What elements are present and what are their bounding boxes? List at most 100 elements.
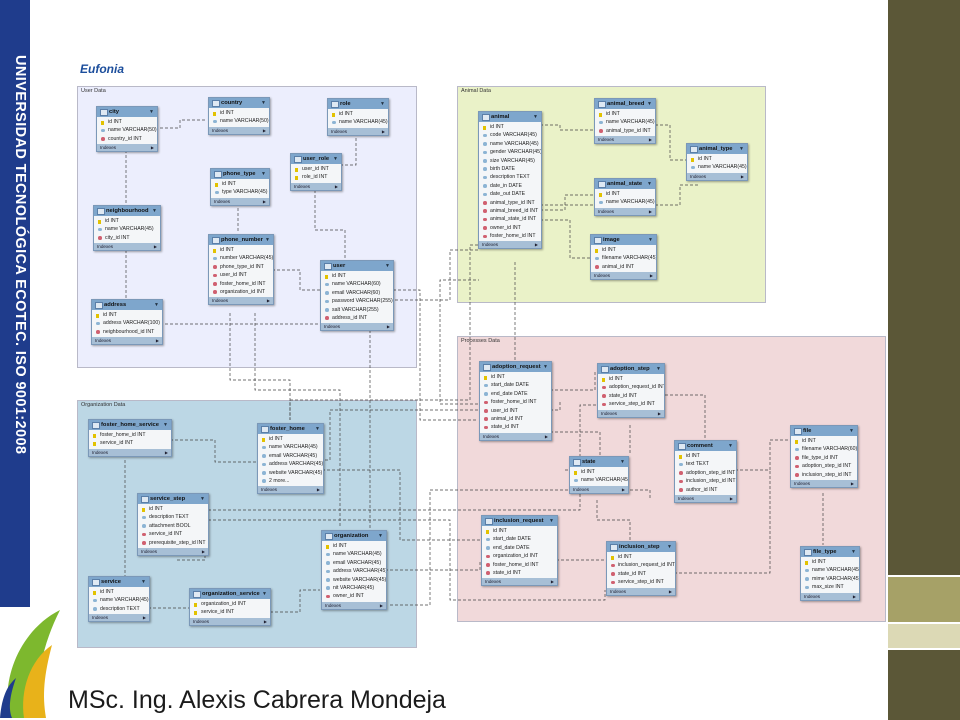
chevron-down-icon[interactable]: ▼ bbox=[851, 549, 856, 555]
link-increq-foster bbox=[322, 469, 480, 541]
table-footer: Indexes▶ bbox=[482, 578, 557, 586]
chevron-right-icon[interactable]: ▶ bbox=[648, 137, 652, 143]
chevron-right-icon[interactable]: ▶ bbox=[852, 593, 856, 599]
chevron-down-icon[interactable]: ▼ bbox=[849, 428, 854, 434]
chevron-down-icon[interactable]: ▼ bbox=[543, 364, 548, 370]
chevron-down-icon[interactable]: ▼ bbox=[647, 101, 652, 107]
chevron-right-icon[interactable]: ▶ bbox=[142, 615, 146, 621]
indexes-label: Indexes bbox=[598, 137, 615, 143]
primary-key-field: id INT bbox=[595, 110, 655, 118]
table-header: foster_home_service▼ bbox=[89, 420, 171, 430]
chevron-down-icon[interactable]: ▼ bbox=[385, 263, 390, 269]
chevron-down-icon[interactable]: ▼ bbox=[533, 114, 538, 120]
chevron-down-icon[interactable]: ▼ bbox=[261, 171, 266, 177]
table-footer: Indexes▶ bbox=[479, 241, 541, 249]
link-animal-breed bbox=[540, 124, 593, 131]
chevron-right-icon[interactable]: ▶ bbox=[262, 127, 266, 133]
chevron-right-icon[interactable]: ▶ bbox=[316, 487, 320, 493]
chevron-down-icon[interactable]: ▼ bbox=[261, 100, 266, 106]
chevron-right-icon[interactable]: ▶ bbox=[534, 242, 538, 248]
foreign-key-field: foster_home_id INT bbox=[480, 398, 551, 406]
chevron-right-icon[interactable]: ▶ bbox=[153, 244, 157, 250]
vertical-title: UNIVERSIDAD TECNOLÓGICA ECOTEC. ISO 9001… bbox=[12, 55, 28, 455]
chevron-right-icon[interactable]: ▶ bbox=[334, 183, 338, 189]
chevron-down-icon[interactable]: ▼ bbox=[728, 443, 733, 449]
chevron-down-icon[interactable]: ▼ bbox=[739, 146, 744, 152]
chevron-down-icon[interactable]: ▼ bbox=[333, 156, 338, 162]
chevron-down-icon[interactable]: ▼ bbox=[262, 591, 267, 597]
chevron-down-icon[interactable]: ▼ bbox=[315, 426, 320, 432]
chevron-right-icon[interactable]: ▶ bbox=[201, 548, 205, 554]
chevron-down-icon[interactable]: ▼ bbox=[620, 459, 625, 465]
chevron-down-icon[interactable]: ▼ bbox=[647, 181, 652, 187]
chevron-right-icon[interactable]: ▶ bbox=[649, 273, 653, 279]
chevron-right-icon[interactable]: ▶ bbox=[621, 486, 625, 492]
chevron-down-icon[interactable]: ▼ bbox=[163, 422, 168, 428]
chevron-right-icon[interactable]: ▶ bbox=[164, 449, 168, 455]
chevron-down-icon[interactable]: ▼ bbox=[656, 366, 661, 372]
chevron-right-icon[interactable]: ▶ bbox=[155, 338, 159, 344]
table-name: image bbox=[603, 237, 620, 243]
chevron-right-icon[interactable]: ▶ bbox=[850, 480, 854, 486]
chevron-right-icon[interactable]: ▶ bbox=[386, 324, 390, 330]
column-field: name VARCHAR(45) bbox=[570, 476, 628, 484]
primary-key-field: id INT bbox=[791, 437, 857, 445]
chevron-down-icon[interactable]: ▼ bbox=[152, 208, 157, 214]
chevron-down-icon[interactable]: ▼ bbox=[200, 496, 205, 502]
chevron-down-icon[interactable]: ▼ bbox=[667, 544, 672, 550]
chevron-right-icon[interactable]: ▶ bbox=[657, 410, 661, 416]
chevron-down-icon[interactable]: ▼ bbox=[380, 101, 385, 107]
chevron-right-icon[interactable]: ▶ bbox=[550, 579, 554, 585]
chevron-right-icon[interactable]: ▶ bbox=[544, 433, 548, 439]
chevron-right-icon[interactable]: ▶ bbox=[266, 298, 270, 304]
chevron-right-icon[interactable]: ▶ bbox=[262, 198, 266, 204]
chevron-down-icon[interactable]: ▼ bbox=[265, 237, 270, 243]
chevron-right-icon[interactable]: ▶ bbox=[729, 495, 733, 501]
column-field: name VARCHAR(45) bbox=[479, 140, 541, 148]
table-organization-service[interactable]: organization_service▼ organization_id IN… bbox=[189, 588, 271, 626]
chevron-down-icon[interactable]: ▼ bbox=[549, 518, 554, 524]
chevron-right-icon[interactable]: ▶ bbox=[263, 618, 267, 624]
chevron-down-icon[interactable]: ▼ bbox=[141, 579, 146, 585]
chevron-down-icon[interactable]: ▼ bbox=[149, 109, 154, 115]
chevron-down-icon[interactable]: ▼ bbox=[154, 302, 159, 308]
chevron-down-icon[interactable]: ▼ bbox=[378, 533, 383, 539]
chevron-right-icon[interactable]: ▶ bbox=[150, 145, 154, 151]
chevron-right-icon[interactable]: ▶ bbox=[381, 128, 385, 134]
chevron-right-icon[interactable]: ▶ bbox=[648, 208, 652, 214]
chevron-down-icon[interactable]: ▼ bbox=[648, 237, 653, 243]
chevron-right-icon[interactable]: ▶ bbox=[379, 602, 383, 608]
table-header: comment▼ bbox=[675, 441, 736, 451]
chevron-right-icon[interactable]: ▶ bbox=[740, 173, 744, 179]
chevron-right-icon[interactable]: ▶ bbox=[668, 588, 672, 594]
